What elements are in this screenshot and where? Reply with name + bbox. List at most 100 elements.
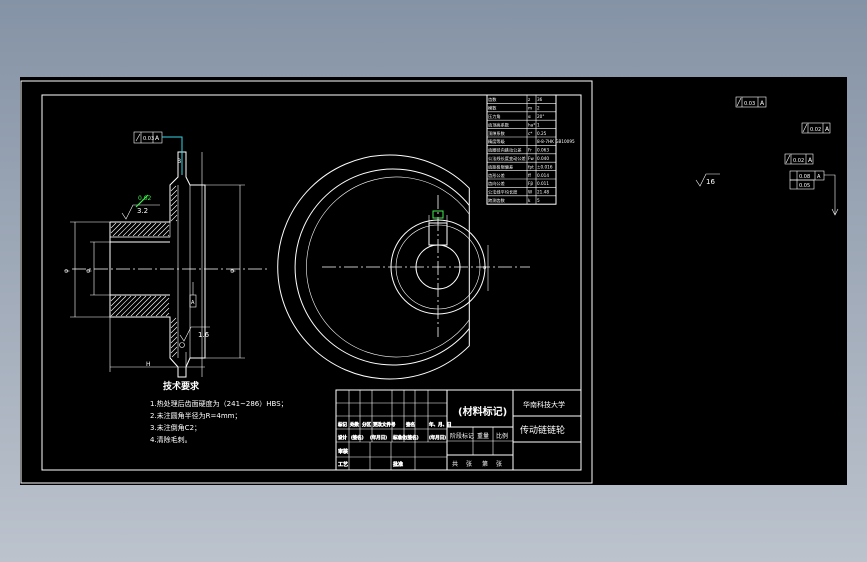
school-name: 华南科技大学 [523,400,565,409]
param-cell: 21.48 [537,190,549,195]
param-cell: Fβ [528,181,533,186]
title-block-role: 批准 [393,461,403,468]
weight-header: 重量 [477,432,489,440]
title-block-header: 签名 [406,421,415,428]
tol-block-3: 0.02 A [784,153,814,165]
roughness-1-6: 1.6 [198,331,210,339]
runout-value-section: 0.03 [143,136,154,142]
param-cell: W [528,190,532,195]
title-block-header: 处数 [350,421,359,428]
title-block-header: 标记 [338,421,347,428]
tech-req-item-2: 2.未注圆角半径为R=4mm； [150,411,242,420]
param-cell: 5 [537,198,540,203]
title-block-design-cell: 设计 [338,434,347,441]
param-cell: 齿顶高系数 [488,121,510,128]
param-cell: 精度等级 [488,138,506,145]
title-block-header: 分区 [362,421,371,428]
scale-header: 比例 [496,432,508,440]
dim-flange-width: B [177,158,181,165]
param-cell: α [528,114,531,119]
param-cell: 齿圈径向跳动公差 [488,147,522,154]
keyway [428,222,448,246]
title-block: 标记处数分区更改文件号签名年、月、日设计(签名)(年月日)标准化(签名)(年月日… [335,389,582,471]
green-tolerance-value: 0.02 [138,195,152,202]
keyway-depth-dim: φ [483,265,487,271]
tech-req-item-3: 3.未注倒角C2； [150,423,201,432]
svg-text:A: A [808,157,813,164]
param-cell: ha* [528,122,535,127]
title-block-design-cell: (签名) [406,434,419,441]
runout-datum-section: A [155,135,160,142]
title-block-role: 工艺 [338,462,348,468]
title-block-design-cell: (年月日) [370,434,387,441]
runout-leader [162,136,183,175]
param-cell: m [528,106,532,111]
param-cell: 0.040 [537,156,549,161]
tech-req-item-1: 1.热处理后齿面硬度为（241~286）HBS； [150,399,288,408]
param-cell: 公法线长度变动公差 [488,155,526,162]
svg-text:0.08: 0.08 [799,174,810,180]
svg-text:A: A [817,174,821,180]
param-cell: 压力角 [488,113,501,120]
svg-text:16: 16 [706,178,715,186]
param-cell: 2 [537,106,540,111]
green-tolerance-mark [135,194,149,208]
tol-block-stacked: 0.08 A 0.05 [789,170,839,216]
param-cell: 齿距极限偏差 [488,163,513,170]
param-cell: 齿形公差 [488,172,505,179]
inner-frame [41,94,582,471]
tol-block-1: 0.03 A [735,96,767,108]
gear-outer-circle [277,154,470,380]
dim-bore-dia: φ [85,269,92,273]
title-block-design-cell: (签名) [351,434,364,441]
param-cell: c* [528,131,532,136]
param-cell: 0.063 [537,148,549,153]
stage-mark-header: 阶段标记 [450,432,474,440]
param-cell: 齿向公差 [488,180,505,187]
svg-text:A: A [825,126,830,133]
section-view: φ φ φ H B 3.2 1.6 A 0.03 A 0.02 [63,131,270,378]
dim-hub-length: H [146,361,151,368]
svg-text:0.02: 0.02 [810,127,821,133]
roughness-3-2: 3.2 [137,207,148,215]
param-cell: 公法线平均长度 [488,189,518,196]
param-cell: Fr [528,148,532,153]
tech-req-title: 技术要求 [163,380,200,392]
sheet-total: 共 [452,460,458,468]
hub-circle [390,219,486,315]
param-cell: ff [528,173,531,178]
datum-a-section: A [191,300,195,306]
front-view: φ [277,154,530,380]
outside-annotations: 0.03 A 0.02 A 0.02 A 0.08 A 0.05 [695,96,839,216]
param-cell: 8-8-7HK GB10095 [537,139,575,144]
svg-text:0.05: 0.05 [799,183,810,189]
sheet-unit-2: 张 [496,460,502,468]
dim-outer-dia: φ [63,269,70,273]
svg-text:0.02: 0.02 [793,158,804,164]
param-cell: 0.25 [537,131,547,136]
title-block-header: 年、月、日 [429,421,452,428]
tol-block-2: 0.02 A [801,122,831,134]
param-cell: z [528,97,531,102]
param-cell: ±0.016 [537,164,553,169]
param-cell: 1 [537,122,540,127]
sheet-no: 第 [482,460,488,468]
title-block-header: 更改文件号 [373,421,396,428]
param-cell: 跨测齿数 [488,197,506,204]
sheet-unit-1: 张 [466,460,472,468]
param-cell: 模数 [488,105,497,112]
param-cell: 0.011 [537,181,549,186]
outer-frame [20,80,593,484]
svg-text:0.03: 0.03 [744,101,755,107]
title-block-role: 审核 [338,448,348,455]
param-cell: 20° [537,114,544,119]
param-cell: Fw [528,156,534,161]
technical-requirements: 技术要求 1.热处理后齿面硬度为（241~286）HBS； 2.未注圆角半径为R… [150,380,288,444]
title-block-design-cell: (年月日) [429,434,446,441]
keyway-width-marker [432,210,444,219]
material-mark: (材料标记) [458,405,507,418]
roughness-16-outside: 16 [695,173,720,187]
